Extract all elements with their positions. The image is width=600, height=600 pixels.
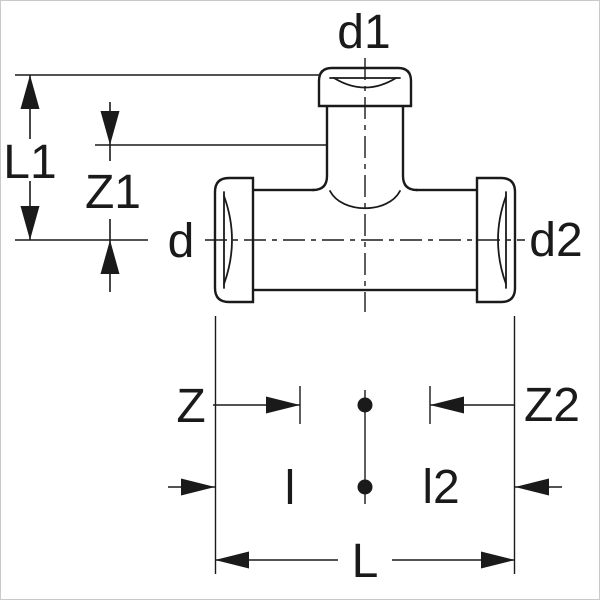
label-l: l	[285, 462, 296, 515]
centerlines	[205, 58, 525, 312]
dim-l-arrow	[181, 478, 215, 496]
dim-Z1-arrow-down	[100, 111, 120, 145]
label-d: d	[168, 215, 195, 268]
label-Z2: Z2	[524, 379, 580, 432]
dim-Z-arrow	[266, 396, 300, 414]
dim-l2-arrow	[515, 478, 549, 496]
dim-l-row	[168, 478, 562, 496]
label-d2: d2	[529, 214, 582, 267]
center-reference	[357, 390, 373, 504]
branch-left-wall	[311, 102, 329, 192]
label-L: L	[352, 535, 379, 588]
dim-Z-row	[213, 396, 515, 414]
dim-L-arrow-right	[481, 551, 515, 569]
dim-L-row	[215, 551, 515, 569]
label-l2: l2	[422, 461, 459, 514]
center-dot-z-row	[357, 397, 373, 413]
dim-L1-arrow-up	[20, 75, 40, 109]
junction-bore-arc	[329, 190, 401, 210]
label-L1: L1	[3, 136, 56, 189]
center-dot-l-row	[357, 479, 373, 495]
dim-Z1-arrow-up	[100, 240, 120, 274]
dimension-labels: d1 L1 Z1 d d2 Z Z2 l l2 L	[3, 6, 582, 588]
label-Z: Z	[176, 380, 205, 433]
dim-Z2-arrow	[430, 396, 464, 414]
dim-L-arrow-left	[215, 551, 249, 569]
label-d1: d1	[337, 6, 390, 59]
dim-L1	[20, 75, 40, 240]
left-mouth-arc	[223, 195, 233, 285]
dim-L1-arrow-down	[20, 206, 40, 240]
dim-Z1	[100, 102, 120, 292]
branch-right-wall	[401, 102, 419, 192]
label-Z1: Z1	[85, 166, 141, 219]
